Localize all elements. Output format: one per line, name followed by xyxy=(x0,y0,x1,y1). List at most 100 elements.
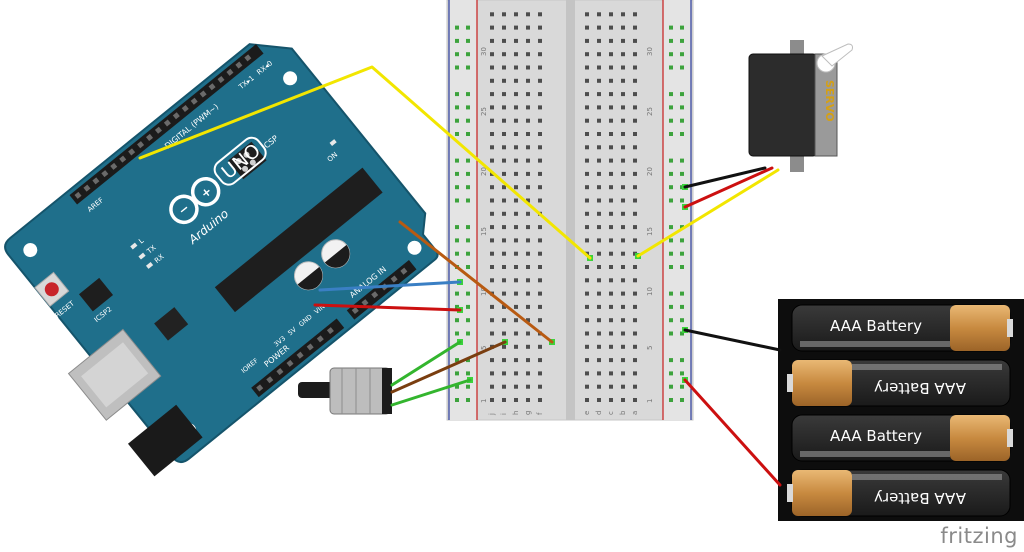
row-number: 25 xyxy=(646,107,654,116)
breadboard-hole xyxy=(490,211,494,216)
breadboard-hole xyxy=(597,331,601,336)
breadboard-hole xyxy=(633,358,637,363)
breadboard-hole xyxy=(502,185,506,190)
breadboard-hole xyxy=(538,358,542,363)
breadboard-hole xyxy=(597,158,601,163)
breadboard-hole xyxy=(597,12,601,17)
rail-hole xyxy=(669,92,673,97)
column-letter: h xyxy=(512,411,520,415)
breadboard-hole xyxy=(526,371,530,376)
breadboard-hole xyxy=(538,171,542,176)
header-pin xyxy=(172,112,180,120)
rail-hole xyxy=(455,384,459,389)
breadboard-hole xyxy=(609,331,613,336)
breadboard-hole xyxy=(609,198,613,203)
breadboard-hole xyxy=(502,132,506,136)
breadboard-hole xyxy=(585,318,589,323)
rail-hole xyxy=(680,371,684,376)
breadboard-hole xyxy=(490,198,494,203)
breadboard-hole xyxy=(609,52,613,57)
servo-body xyxy=(748,53,818,157)
breadboard-hole xyxy=(502,304,506,309)
breadboard-hole xyxy=(597,65,601,70)
breadboard-hole xyxy=(526,384,530,389)
breadboard-hole xyxy=(609,25,613,30)
breadboard-hole xyxy=(609,344,613,349)
breadboard-hole xyxy=(609,145,613,150)
breadboard-hole xyxy=(502,38,506,43)
rail-hole xyxy=(466,25,470,30)
breadboard-hole xyxy=(538,52,542,57)
rail-hole xyxy=(466,331,470,336)
header-pin xyxy=(74,191,82,199)
header-pin xyxy=(390,275,398,283)
breadboard-hole xyxy=(633,38,637,43)
breadboard-hole xyxy=(514,145,518,150)
breadboard-hole xyxy=(621,278,625,283)
row-number: 15 xyxy=(646,227,654,236)
breadboard-hole xyxy=(597,304,601,309)
breadboard-hole xyxy=(490,318,494,323)
breadboard-hole xyxy=(514,344,518,349)
breadboard-hole xyxy=(526,12,530,17)
breadboard-hole xyxy=(514,265,518,269)
regulator-chip xyxy=(154,307,189,341)
breadboard-hole xyxy=(526,25,530,30)
breadboard-hole xyxy=(502,358,506,363)
breadboard-hole xyxy=(502,25,506,30)
breadboard-hole xyxy=(633,132,637,136)
rail-hole xyxy=(466,251,470,256)
breadboard-hole xyxy=(585,211,589,216)
row-number: 5 xyxy=(480,346,488,350)
column-letter: d xyxy=(595,411,603,415)
battery-label: AAA Battery xyxy=(830,317,922,335)
breadboard-hole xyxy=(585,78,589,83)
breadboard-hole xyxy=(526,185,530,190)
breadboard-hole xyxy=(597,211,601,216)
breadboard-holes xyxy=(490,12,637,402)
breadboard-hole xyxy=(514,25,518,30)
wire-black-servo xyxy=(683,166,767,189)
breadboard-hole xyxy=(502,371,506,376)
breadboard-hole xyxy=(597,278,601,283)
breadboard-hole xyxy=(538,344,542,349)
breadboard-hole xyxy=(514,12,518,17)
breadboard-hole xyxy=(514,278,518,283)
breadboard-hole xyxy=(502,265,506,269)
breadboard-hole xyxy=(538,105,542,110)
header-pin xyxy=(286,359,294,367)
rail-hole xyxy=(680,38,684,43)
header-pin xyxy=(351,307,359,315)
breadboard-hole xyxy=(502,92,506,97)
breadboard-hole xyxy=(502,118,506,123)
breadboard-hole xyxy=(621,132,625,136)
breadboard-hole xyxy=(597,78,601,83)
breadboard-hole xyxy=(526,278,530,283)
column-letter: b xyxy=(619,410,627,415)
rail-hole xyxy=(455,171,459,176)
breadboard-hole xyxy=(514,331,518,336)
wire-black-battery xyxy=(683,328,782,352)
breadboard-hole xyxy=(514,52,518,57)
breadboard-hole xyxy=(597,52,601,57)
breadboard-hole xyxy=(633,145,637,150)
breadboard-hole xyxy=(621,225,625,230)
breadboard-hole xyxy=(609,92,613,97)
breadboard-hole xyxy=(502,105,506,110)
breadboard-hole xyxy=(502,344,506,349)
rail-hole xyxy=(680,318,684,323)
aaa-battery: AAA Battery xyxy=(791,304,1013,352)
breadboard-hole xyxy=(490,118,494,123)
breadboard-hole xyxy=(526,358,530,363)
uno-badge xyxy=(213,136,267,186)
rail-hole xyxy=(669,291,673,296)
rail-hole xyxy=(455,331,459,336)
breadboard-hole xyxy=(609,265,613,269)
breadboard-hole xyxy=(609,65,613,70)
breadboard-hole xyxy=(597,251,601,256)
breadboard-hole xyxy=(514,185,518,190)
breadboard-hole xyxy=(514,304,518,309)
